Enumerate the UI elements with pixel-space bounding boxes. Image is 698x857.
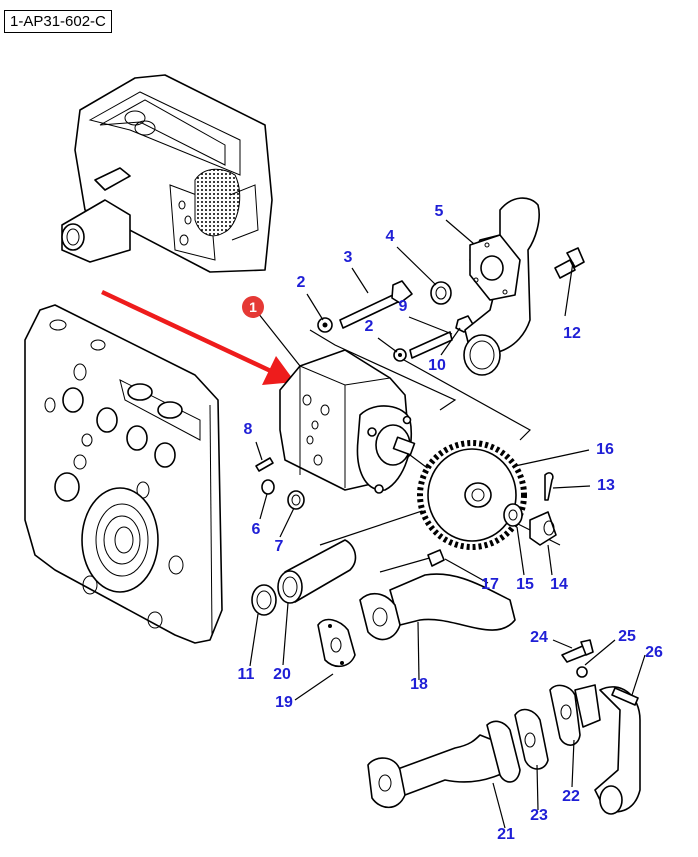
suction-elbow — [463, 197, 585, 376]
callout-3[interactable]: 3 — [343, 249, 353, 266]
callout-20[interactable]: 20 — [273, 666, 291, 683]
callout-25[interactable]: 25 — [618, 628, 636, 645]
callout-17[interactable]: 17 — [481, 576, 499, 593]
callout-2[interactable]: 2 — [296, 274, 306, 291]
callout-2[interactable]: 2 — [364, 318, 374, 335]
bolts-and-washers — [317, 280, 475, 362]
callout-4[interactable]: 4 — [385, 228, 395, 245]
hydraulic-pump[interactable] — [257, 312, 416, 494]
drive-gear — [417, 440, 557, 550]
pump-cover-plate — [24, 304, 223, 644]
callout-11[interactable]: 11 — [237, 666, 255, 683]
callout-7[interactable]: 7 — [274, 538, 284, 555]
callout-22[interactable]: 22 — [562, 788, 580, 805]
callout-10[interactable]: 10 — [428, 357, 446, 374]
callout-5[interactable]: 5 — [434, 203, 444, 220]
callout-6[interactable]: 6 — [251, 521, 261, 538]
leader-lines — [249, 219, 646, 829]
pump-sleeve — [251, 539, 445, 616]
callout-19[interactable]: 19 — [275, 694, 293, 711]
callout-26[interactable]: 26 — [645, 644, 663, 661]
return-pipe-assembly — [367, 639, 641, 815]
callout-23[interactable]: 23 — [530, 807, 548, 824]
highlight-marker-part-1[interactable]: 1 — [242, 296, 264, 318]
callout-9[interactable]: 9 — [398, 298, 408, 315]
callout-21[interactable]: 21 — [497, 826, 515, 843]
suction-pipe — [317, 573, 516, 668]
callout-8[interactable]: 8 — [243, 421, 253, 438]
reference-code-label: 1-AP31-602-C — [4, 10, 112, 33]
pins-and-seals — [255, 457, 305, 510]
callout-24[interactable]: 24 — [530, 629, 548, 646]
highlight-arrow — [101, 289, 295, 385]
callout-15[interactable]: 15 — [516, 576, 534, 593]
transmission-housing-overview — [61, 74, 273, 273]
callout-18[interactable]: 18 — [410, 676, 428, 693]
callout-12[interactable]: 12 — [563, 325, 581, 342]
callout-16[interactable]: 16 — [596, 441, 614, 458]
callout-13[interactable]: 13 — [597, 477, 615, 494]
callout-14[interactable]: 14 — [550, 576, 568, 593]
